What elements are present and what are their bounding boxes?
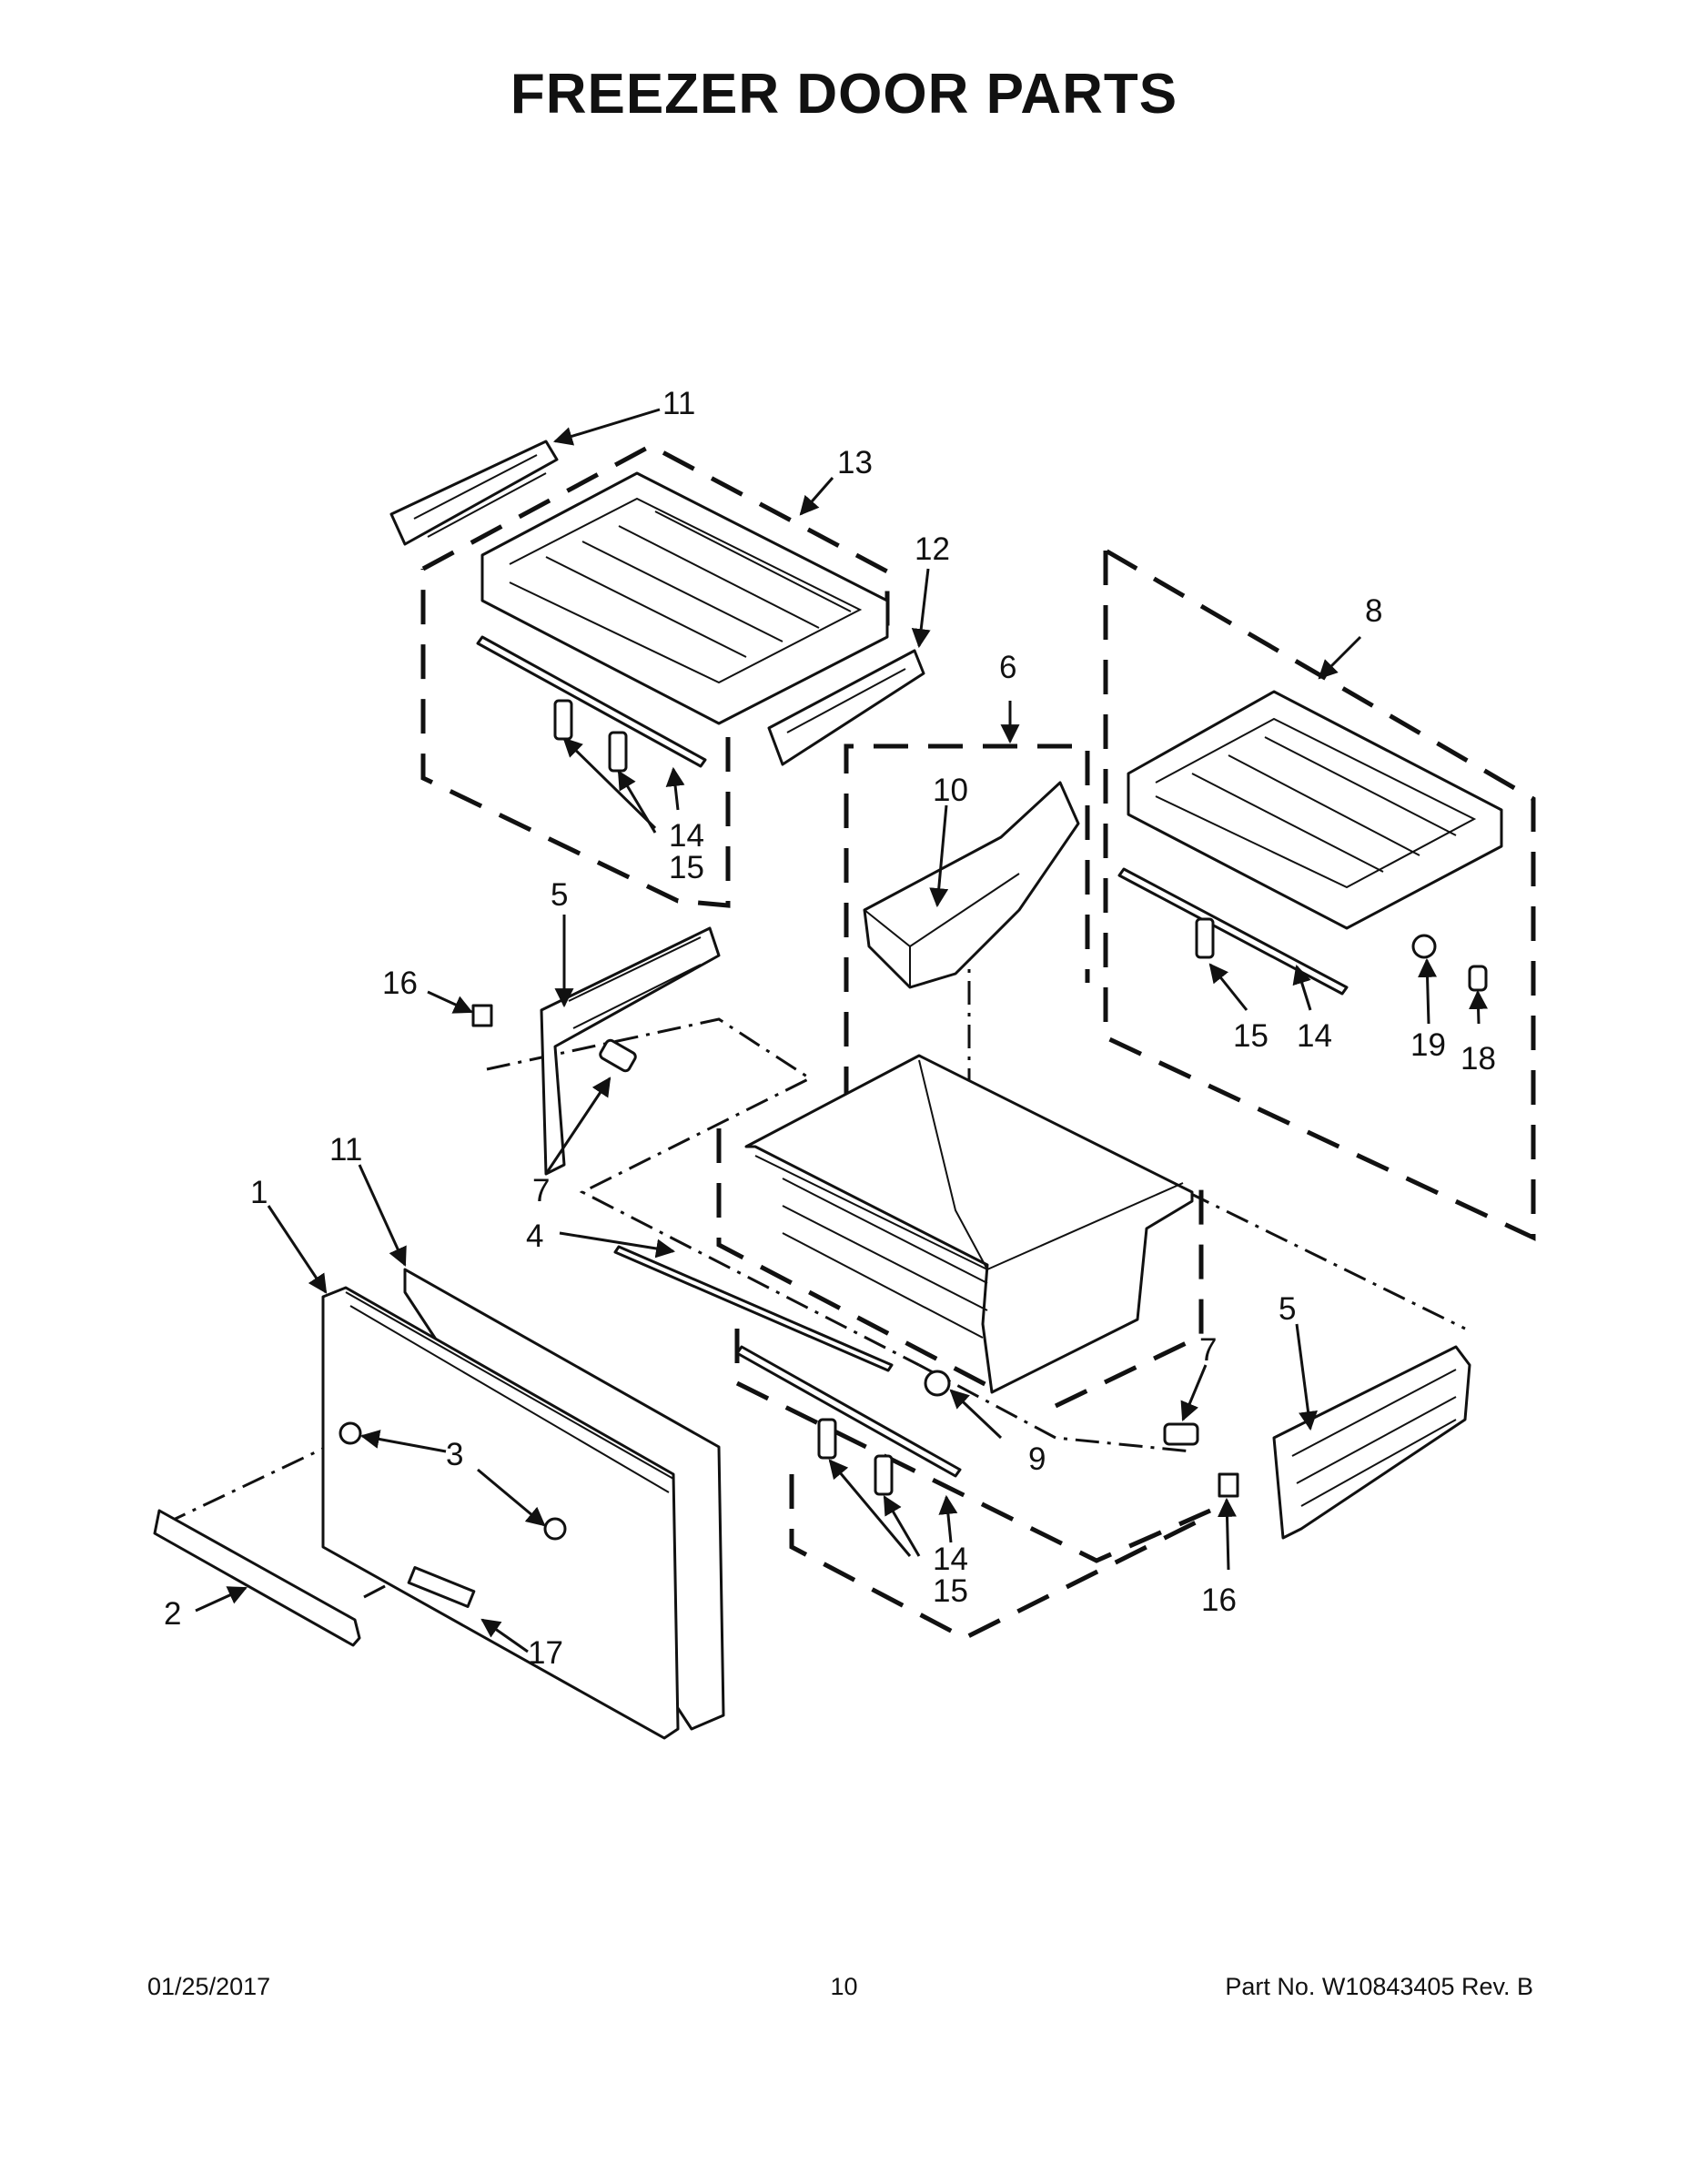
part-15-screw-right xyxy=(1195,917,1215,959)
callout-2: 2 xyxy=(164,1596,181,1632)
callout-18: 18 xyxy=(1461,1041,1496,1077)
callout-16-right: 16 xyxy=(1201,1582,1237,1618)
callout-11: 11 xyxy=(329,1132,362,1168)
assembly-line-handle xyxy=(163,1436,583,1599)
callout-14-right: 14 xyxy=(1297,1018,1332,1054)
callout-7-left: 7 xyxy=(532,1173,550,1208)
part-16-stop-right xyxy=(1218,1472,1239,1498)
group-outline-bottom xyxy=(734,1329,1212,1641)
group-outline-8 xyxy=(1103,548,1536,1241)
group-outline-bin xyxy=(716,1128,1204,1409)
callout-12-mid: 12 xyxy=(915,531,950,567)
part-19-bushing xyxy=(1411,934,1437,959)
footer-page-number: 10 xyxy=(830,1973,858,2000)
callout-13: 13 xyxy=(837,445,873,480)
part-12-rail-left xyxy=(389,440,559,546)
callout-14-bottom: 14 xyxy=(933,1542,968,1577)
callout-5-right: 5 xyxy=(1279,1291,1296,1327)
part-main-bin xyxy=(744,1054,1194,1394)
callout-12-top: 11 xyxy=(662,386,695,421)
part-5-slide-right xyxy=(1272,1345,1471,1540)
callout-6: 6 xyxy=(999,650,1016,685)
part-4-glide-mid xyxy=(613,1245,894,1372)
part-10-ice-bin xyxy=(863,781,1080,989)
part-15-screw-bottom-b xyxy=(874,1454,894,1496)
leader-arrows xyxy=(195,408,1489,1653)
part-8-right-tray xyxy=(1127,690,1503,930)
part-13-upper-tray xyxy=(480,471,889,725)
callout-9: 9 xyxy=(1028,1441,1046,1477)
part-16-stop-left xyxy=(471,1004,493,1027)
part-9-roller xyxy=(924,1370,951,1397)
page-title: FREEZER DOOR PARTS xyxy=(510,63,1178,126)
part-12-rail-right xyxy=(767,649,925,766)
footer-date: 01/25/2017 xyxy=(147,1973,271,2000)
callout-16-left: 16 xyxy=(382,966,418,1001)
callout-15-upper: 15 xyxy=(669,850,704,885)
callout-5-left: 5 xyxy=(551,877,568,913)
callout-17: 17 xyxy=(528,1635,563,1671)
group-outline-6 xyxy=(844,743,1090,1101)
callout-15-bottom: 15 xyxy=(933,1573,968,1609)
part-3-screw-a xyxy=(339,1421,362,1445)
part-2-handle xyxy=(153,1509,361,1647)
callout-19: 19 xyxy=(1410,1027,1446,1063)
callout-10: 10 xyxy=(933,773,968,808)
part-1-freezer-door xyxy=(321,1286,680,1740)
part-14-glide-right xyxy=(1117,867,1349,996)
part-18-bolt xyxy=(1468,965,1488,992)
footer-part-number: Part No. W10843405 Rev. B xyxy=(1225,1973,1533,2000)
callout-4: 4 xyxy=(526,1218,543,1254)
part-7-screw-left xyxy=(599,1038,637,1073)
callout-7-right: 7 xyxy=(1199,1332,1217,1368)
callout-8: 8 xyxy=(1365,593,1382,629)
part-14-glide-bottom xyxy=(735,1345,962,1478)
part-17-badge xyxy=(407,1566,476,1608)
callout-1: 1 xyxy=(250,1175,268,1210)
part-3-screw-b xyxy=(543,1517,567,1541)
callout-15-right: 15 xyxy=(1233,1018,1269,1054)
callout-3: 3 xyxy=(446,1437,463,1472)
callout-14-upper: 14 xyxy=(669,818,704,854)
part-7-screw-right xyxy=(1163,1422,1199,1446)
part-15-screw-bottom-a xyxy=(817,1418,837,1460)
part-14-glide-upper xyxy=(476,635,707,768)
